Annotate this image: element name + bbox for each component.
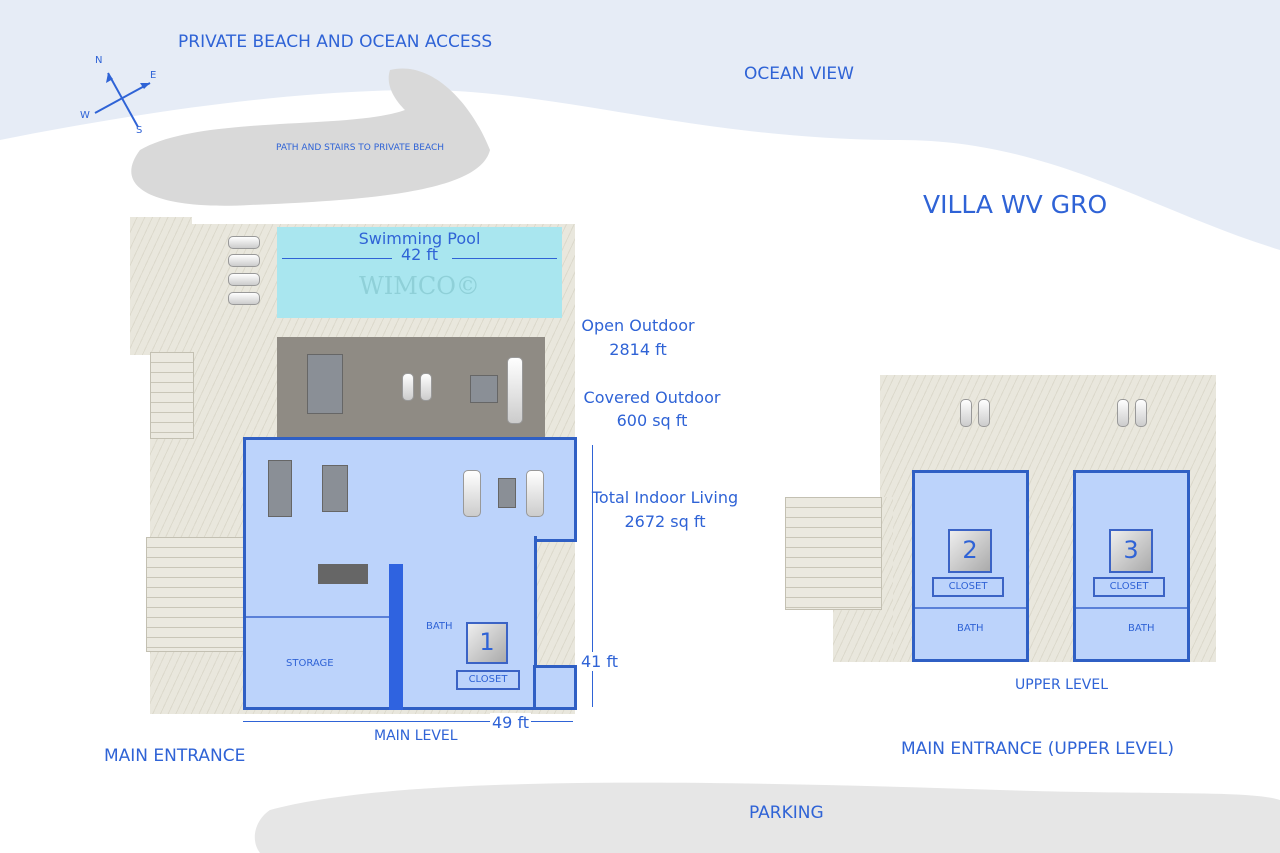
stairs-main-entrance [146, 537, 244, 652]
covered-outdoor-label: Covered Outdoor [583, 388, 721, 407]
main-entrance-label: MAIN ENTRANCE [104, 746, 246, 766]
bath-label: BATH [1128, 623, 1155, 634]
depth-label: 41 ft [581, 652, 619, 671]
lounge-chair [228, 236, 260, 249]
kitchen-counter [318, 564, 368, 584]
bedroom-2-bed: 2 [948, 529, 992, 573]
covered-outdoor-area: 600 sq ft [616, 411, 688, 430]
coffee-table [498, 478, 516, 508]
ocean-view-label: OCEAN VIEW [744, 64, 854, 84]
pool-length: 42 ft [400, 245, 439, 264]
lounge-chair [402, 373, 414, 401]
outdoor-dining-table [307, 354, 343, 414]
bath-label: BATH [426, 621, 453, 632]
main-small-room [533, 665, 577, 710]
compass: N E W S [80, 55, 160, 140]
upper-level-label: UPPER LEVEL [1015, 677, 1109, 693]
compass-s: S [136, 125, 143, 136]
stairs-upper-left [150, 352, 194, 439]
swimming-pool: Swimming Pool 42 ft WIMCO© [277, 227, 562, 318]
main-entrance-upper-label: MAIN ENTRANCE (UPPER LEVEL) [901, 739, 1174, 759]
private-beach-label: PRIVATE BEACH AND OCEAN ACCESS [178, 32, 493, 52]
lounge-chair [1117, 399, 1129, 427]
width-label: 49 ft [490, 713, 532, 732]
wimco-watermark: WIMCO© [359, 272, 480, 300]
bedroom-1-bed: 1 [466, 622, 508, 664]
compass-arrows-icon [94, 72, 151, 128]
living-area [243, 437, 577, 542]
lounge-chair [960, 399, 972, 427]
width-dimension-line [243, 721, 573, 722]
dining-table [322, 465, 348, 512]
open-outdoor-area: 2814 ft [609, 340, 667, 359]
wall [915, 607, 1026, 609]
closet-label: CLOSET [456, 670, 520, 690]
villa-title: VILLA WV GRO [923, 190, 1108, 219]
covered-outdoor [277, 337, 545, 437]
structural-wall [389, 564, 403, 710]
bedroom-3: 3 CLOSET BATH [1073, 470, 1190, 662]
storage-label: STORAGE [286, 658, 334, 669]
ocean-area [0, 0, 1280, 250]
bath-label: BATH [957, 623, 984, 634]
depth-dimension-line [592, 445, 593, 707]
kitchen-island [268, 460, 292, 517]
lounge-chair [228, 273, 260, 286]
wall [246, 616, 389, 618]
lounge-chair [228, 254, 260, 267]
path-label: PATH AND STAIRS TO PRIVATE BEACH [276, 143, 445, 153]
outdoor-table [470, 375, 498, 403]
closet-label: CLOSET [932, 577, 1004, 597]
compass-w: W [80, 110, 90, 121]
indoor-area: 2672 sq ft [624, 512, 706, 531]
closet-label: CLOSET [1093, 577, 1165, 597]
open-outdoor-label: Open Outdoor [581, 316, 695, 335]
lounge-chair [228, 292, 260, 305]
parking-area [254, 782, 1280, 853]
bedroom-2: 2 CLOSET BATH [912, 470, 1029, 662]
outdoor-sofa [507, 357, 523, 424]
indoor-label: Total Indoor Living [591, 488, 739, 507]
lounge-chair [1135, 399, 1147, 427]
beach-path [131, 68, 490, 206]
bedroom-3-bed: 3 [1109, 529, 1153, 573]
wall [1076, 607, 1187, 609]
lounge-chair [420, 373, 432, 401]
compass-e: E [150, 70, 157, 81]
pool-label: Swimming Pool [358, 229, 481, 248]
stairs-upper-entrance [785, 497, 882, 610]
compass-n: N [95, 55, 103, 66]
main-level-label: MAIN LEVEL [374, 728, 458, 744]
lounge-chair [978, 399, 990, 427]
sofa [526, 470, 544, 517]
lower-main-rooms: STORAGE BATH 1 CLOSET [243, 536, 537, 710]
parking-label: PARKING [749, 803, 824, 823]
sofa [463, 470, 481, 517]
dimension-arrow [452, 258, 557, 259]
dimension-arrow [282, 258, 392, 259]
